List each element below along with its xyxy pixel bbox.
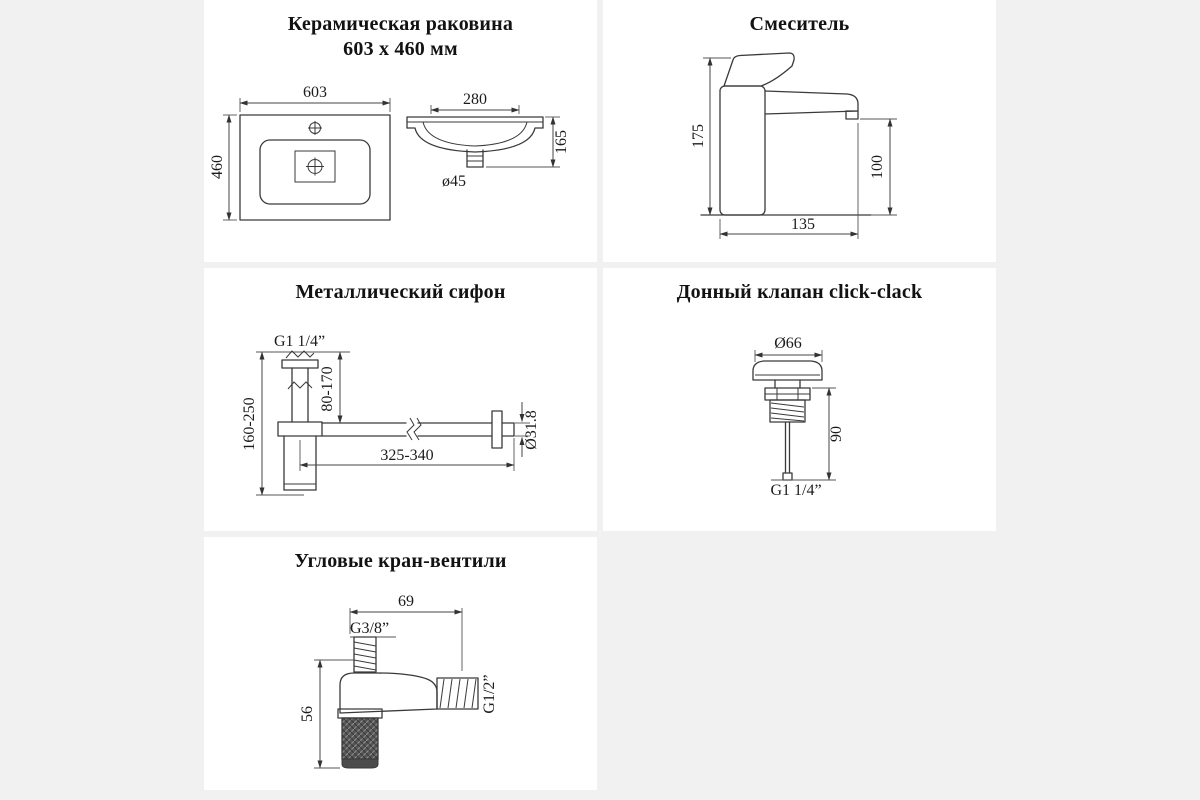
sink-front-view (239, 114, 391, 221)
dim-siphon-pipe-diameter: Ø31.8 (515, 402, 540, 457)
dim-corner-height: 56 (299, 659, 354, 769)
sink-title-line2: 603 x 460 мм (343, 38, 458, 60)
dim-label-175: 175 (690, 124, 707, 148)
panel-siphon: Металлический сифон (204, 268, 597, 531)
dim-label-325-340: 325-340 (380, 447, 433, 464)
mixer-body (700, 52, 872, 216)
sink-drawing: 603 460 (209, 84, 570, 221)
dim-sink-bowl-width: 280 (430, 91, 520, 114)
valve-drawing: Ø66 (752, 335, 845, 499)
dim-siphon-height-range: 160-250 (241, 351, 304, 496)
dim-label-460: 460 (209, 155, 226, 179)
panel-valve: Донный клапан click-clack Ø66 (603, 268, 996, 531)
sink-title-line1: Керамическая раковина (287, 13, 514, 35)
valve-body (752, 360, 823, 481)
dim-label-80-170: 80-170 (319, 366, 336, 411)
dim-siphon-length-range: 325-340 (299, 438, 515, 471)
dim-mixer-spout-height: 100 (860, 118, 897, 216)
dim-valve-cap-diameter: Ø66 (754, 335, 823, 362)
dim-corner-width: 69 (349, 593, 463, 671)
dim-mixer-length: 135 (719, 123, 859, 239)
valve-thread-label: G1 1/4” (770, 482, 821, 499)
dim-label-280: 280 (463, 91, 487, 108)
dim-label-66: Ø66 (774, 335, 802, 352)
siphon-inlet-thread-label: G1 1/4” (274, 333, 325, 350)
drain-diameter-label: ø45 (442, 173, 466, 190)
dim-valve-height: 90 (771, 387, 845, 481)
dim-sink-depth: 460 (209, 114, 237, 221)
dim-label-603: 603 (303, 84, 327, 101)
dim-label-31-8: Ø31.8 (523, 410, 540, 450)
siphon-body (256, 350, 515, 491)
dim-sink-width: 603 (239, 84, 391, 112)
dim-label-100: 100 (869, 155, 886, 179)
dim-label-90: 90 (828, 426, 845, 442)
dim-sink-side-height: 165 (486, 116, 570, 168)
corner-inlet-thread-label: G3/8” (350, 620, 389, 637)
siphon-drawing: G1 1/4” 160-250 80-170 Ø31.8 (241, 333, 540, 496)
panel-mixer: Смеситель 175 (603, 0, 996, 262)
dim-label-69: 69 (398, 593, 414, 610)
corner-valve-title: Угловые кран-вентили (294, 550, 507, 572)
mixer-drawing: 175 100 135 (690, 52, 897, 239)
dim-label-135: 135 (791, 216, 815, 233)
mixer-title: Смеситель (749, 13, 850, 35)
siphon-title: Металлический сифон (295, 281, 506, 303)
corner-valve-body (337, 636, 479, 769)
panel-sink: Керамическая раковина 603 x 460 мм (204, 0, 597, 262)
dim-mixer-height: 175 (690, 57, 731, 216)
dim-label-160-250: 160-250 (241, 397, 258, 450)
valve-title: Донный клапан click-clack (676, 281, 923, 303)
dim-label-56: 56 (299, 706, 316, 722)
corner-valve-drawing: 69 G3/8” G1/2” (299, 593, 498, 769)
sink-title: Керамическая раковина 603 x 460 мм (204, 12, 597, 62)
corner-outlet-thread-label: G1/2” (481, 674, 498, 713)
dim-siphon-inlet-range: 80-170 (319, 351, 343, 424)
dim-label-165: 165 (553, 130, 570, 154)
panel-corner-valve: Угловые кран-вентили 69 G3/8” (204, 537, 597, 790)
sink-side-view (406, 116, 544, 168)
